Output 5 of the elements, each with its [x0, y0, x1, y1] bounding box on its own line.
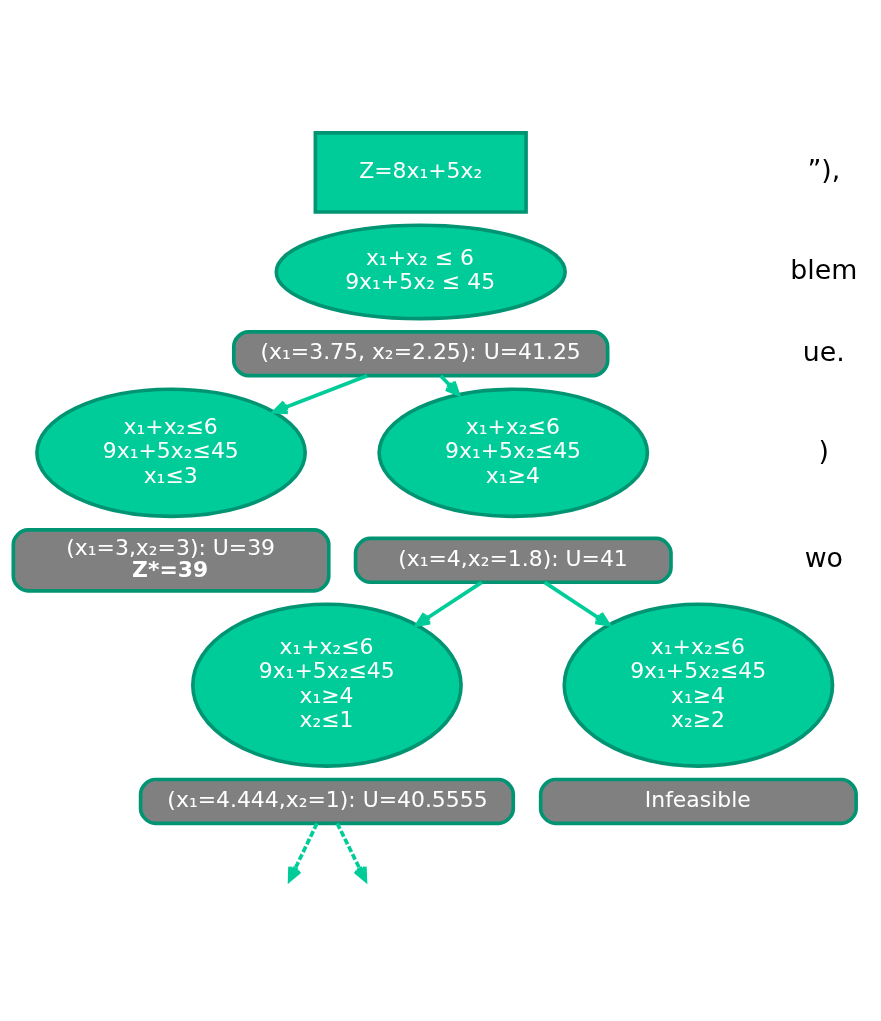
label: ”), [807, 153, 841, 185]
label: ue. [802, 335, 845, 367]
label: blem [790, 253, 858, 285]
label: wo [804, 541, 843, 573]
label: ) [818, 434, 830, 466]
